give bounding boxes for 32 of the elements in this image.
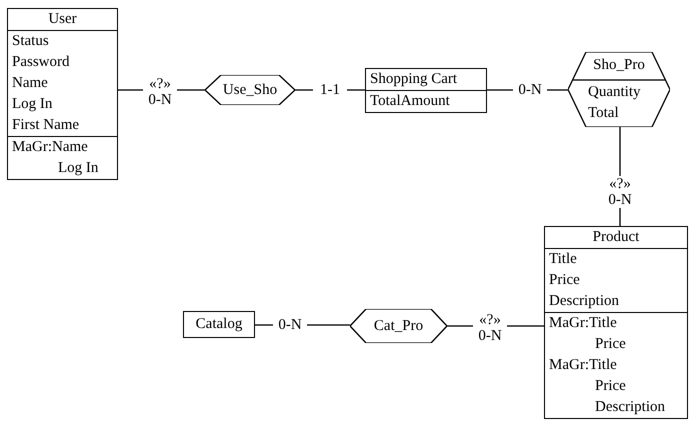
attribute-text: Description [594,398,666,417]
attribute-text: Price [594,377,627,396]
entity-name: Catalog [194,315,244,334]
entity-box [7,8,118,180]
relationship-hexagon [205,75,295,105]
relationship-name: Sho_Pro [592,56,646,75]
attribute-text: TotalAmount [370,92,451,111]
relationship-hexagon [568,52,670,127]
relationship-hexagon [350,309,447,343]
attribute-text: Log In [12,95,54,114]
attribute-text: MaGr:Title [549,356,618,375]
attribute-text: Status [12,32,50,51]
attribute-text: Total [587,104,620,123]
entity-box [183,311,255,338]
attribute-text: Title [549,250,578,269]
attribute-text: First Name [12,116,80,135]
attribute-text: Quantity [587,83,642,102]
relationship-name: Use_Sho [222,80,278,100]
attribute-text: Price [594,335,627,354]
attribute-text: Description [549,292,620,311]
entity-box [544,226,688,419]
entity-name: Product [592,228,640,247]
entity-name: User [47,10,78,29]
entity-box [365,68,487,113]
attribute-text: MaGr:Title [549,314,618,333]
entity-name: Shopping Cart [370,70,458,89]
attribute-text: MaGr:Name [12,138,89,157]
attribute-text: Password [12,53,71,72]
attribute-text: Price [549,271,581,290]
attribute-text: Log In [57,159,100,178]
attribute-text: Name [12,74,49,93]
relationship-name: Cat_Pro [372,316,424,336]
